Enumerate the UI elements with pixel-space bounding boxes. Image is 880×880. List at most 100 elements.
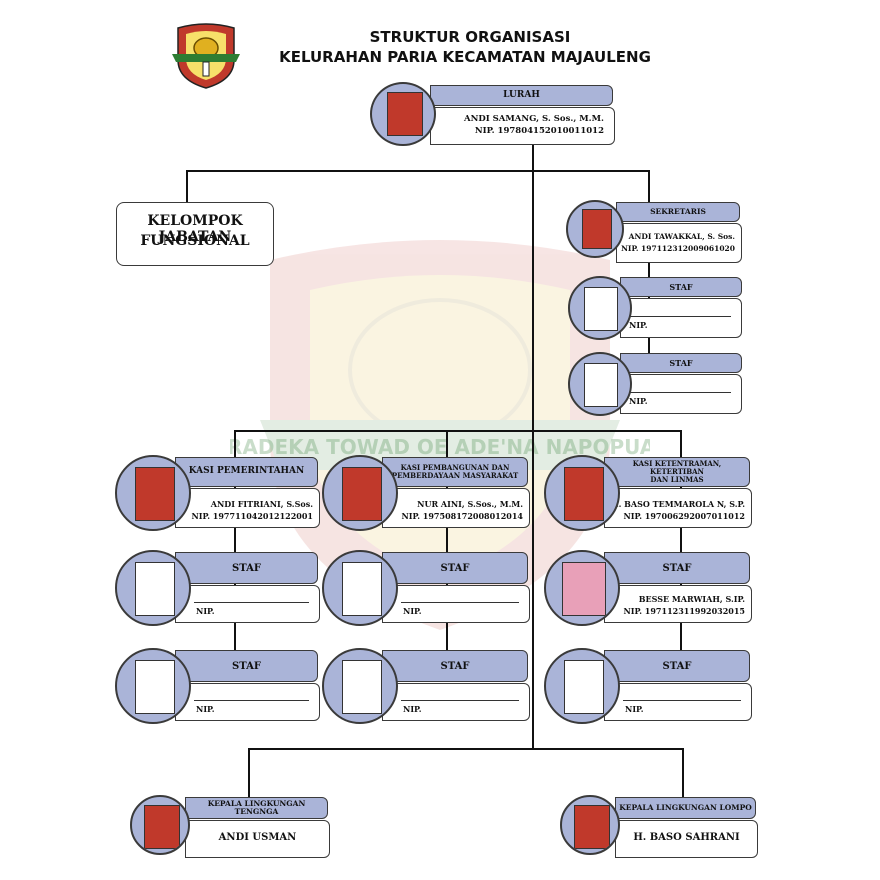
bang-staf-1-title: STAF xyxy=(382,552,528,584)
kasi-pembangunan-photo xyxy=(342,467,382,521)
photo-placeholder xyxy=(135,562,175,616)
photo-placeholder xyxy=(584,363,618,407)
sekretaris-info-box: ANDI TAWAKKAL, S. Sos. NIP. 197112312009… xyxy=(616,223,742,263)
kasi-trantib-name: H. BASO TEMMAROLA N, S.P. xyxy=(611,499,745,509)
sek-staf-1-title: STAF xyxy=(620,277,742,297)
connector-line xyxy=(248,748,250,800)
photo-placeholder xyxy=(342,562,382,616)
name-placeholder-line xyxy=(401,700,519,701)
sek-staf-2-avatar xyxy=(568,352,632,416)
name-placeholder-line xyxy=(629,392,731,393)
lurah-info-box: ANDI SAMANG, S. Sos., M.M. NIP. 19780415… xyxy=(430,107,615,145)
bang-staf-1-nip: NIP. xyxy=(403,606,422,616)
photo-placeholder xyxy=(135,660,175,714)
kasi-trantib-title-line2: DAN LINMAS xyxy=(650,474,704,484)
ling-tengnga-avatar xyxy=(130,795,190,855)
trantib-staf-2-avatar xyxy=(544,648,620,724)
logo-emblem xyxy=(172,23,240,89)
kasi-pemerintahan-info-box: ANDI FITRIANI, S.Sos. NIP. 1977110420121… xyxy=(175,488,320,528)
fungsional-line2: FUNGSIONAL xyxy=(140,233,250,249)
bang-staf-2-avatar xyxy=(322,648,398,724)
kasi-pembangunan-nip: NIP. 197508172008012014 xyxy=(401,511,523,521)
sek-staf-1-avatar xyxy=(568,276,632,340)
kasi-pembangunan-title-line2: PEMBERDAYAAN MASYARAKAT xyxy=(391,471,519,480)
trantib-staf-1-info-box: BESSE MARWIAH, S.IP. NIP. 19711231199203… xyxy=(604,585,752,623)
ling-lompo-name-box: H. BASO SAHRANI xyxy=(615,820,758,858)
kasi-pembangunan-title-line1: KASI PEMBANGUNAN DAN xyxy=(400,463,510,473)
ling-tengnga-photo xyxy=(144,805,180,849)
kasi-trantib-title-line1: KASI KETENTRAMAN, KETERTIBAN xyxy=(632,459,722,477)
pem-staf-2-avatar xyxy=(115,648,191,724)
pem-staf-2-nip: NIP. xyxy=(196,704,215,714)
lurah-nip: NIP. 197804152010011012 xyxy=(474,126,604,136)
ling-tengnga-title: KEPALA LINGKUNGAN TENGNGA xyxy=(185,797,328,819)
bang-staf-1-avatar xyxy=(322,550,398,626)
kasi-pemerintahan-card: KASI PEMERINTAHAN ANDI FITRIANI, S.Sos. … xyxy=(115,455,320,531)
connector-line xyxy=(680,430,682,662)
sek-staf-1-nip: NIP. xyxy=(629,320,648,330)
connector-line xyxy=(446,430,448,662)
photo-placeholder xyxy=(342,660,382,714)
trantib-staf-1-title: STAF xyxy=(604,552,750,584)
ling-lompo-photo xyxy=(574,805,610,849)
kasi-pemerintahan-title: KASI PEMERINTAHAN xyxy=(175,457,318,487)
kasi-pemerintahan-avatar xyxy=(115,455,191,531)
kasi-pembangunan-info-box: NUR AINI, S.Sos., M.M. NIP. 197508172008… xyxy=(382,488,530,528)
sek-staf-2-nip: NIP. xyxy=(629,396,648,406)
trantib-staf-2-title: STAF xyxy=(604,650,750,682)
lurah-avatar xyxy=(370,82,436,146)
sek-staf-2-info-box: NIP. xyxy=(620,374,742,414)
trantib-staf-1-photo xyxy=(562,562,606,616)
sek-staf-card-1: STAF NIP. xyxy=(568,276,742,340)
kasi-trantib-card: KASI KETENTRAMAN, KETERTIBAN DAN LINMAS … xyxy=(544,455,752,531)
connector-line xyxy=(234,430,236,662)
name-placeholder-line xyxy=(629,316,731,317)
sekretaris-title: SEKRETARIS xyxy=(616,202,740,222)
sekretaris-photo xyxy=(582,209,612,249)
connector-line xyxy=(186,170,650,172)
connector-line xyxy=(682,748,684,800)
fungsional-box: KELOMPOK JABATAN FUNGSIONAL xyxy=(116,202,274,266)
kasi-pemerintahan-photo xyxy=(135,467,175,521)
ling-lompo-card: KEPALA LINGKUNGAN LOMPO H. BASO SAHRANI xyxy=(560,795,758,859)
kasi-trantib-info-box: H. BASO TEMMAROLA N, S.P. NIP. 197006292… xyxy=(604,488,752,528)
ling-tengnga-name: ANDI USMAN xyxy=(218,832,297,843)
trantib-staf-1-name: BESSE MARWIAH, S.IP. xyxy=(638,594,745,604)
page-title: STRUKTUR ORGANISASI xyxy=(369,28,571,46)
sekretaris-nip: NIP. 197112312009061020 xyxy=(621,244,735,253)
kasi-trantib-nip: NIP. 197006292007011012 xyxy=(623,511,745,521)
pem-staf-1-info-box: NIP. xyxy=(175,585,320,623)
connector-line xyxy=(186,170,188,205)
connector-line xyxy=(648,170,650,205)
name-placeholder-line xyxy=(194,700,309,701)
kasi-pembangunan-card: KASI PEMBANGUNAN DAN PEMBERDAYAAN MASYAR… xyxy=(322,455,530,531)
pem-staf-2-info-box: NIP. xyxy=(175,683,320,721)
kasi-trantib-photo xyxy=(564,467,604,521)
ling-tengnga-card: KEPALA LINGKUNGAN TENGNGA ANDI USMAN xyxy=(130,795,330,859)
connector-line xyxy=(248,748,683,750)
bang-staf-2-title: STAF xyxy=(382,650,528,682)
kasi-pembangunan-title: KASI PEMBANGUNAN DAN PEMBERDAYAAN MASYAR… xyxy=(382,457,528,487)
page-subtitle: KELURAHAN PARIA KECAMATAN MAJAULENG xyxy=(279,48,651,66)
connector-line xyxy=(532,143,534,750)
pem-staf-card-1: STAF NIP. xyxy=(115,550,320,626)
trantib-staf-2-info-box: NIP. xyxy=(604,683,752,721)
photo-placeholder xyxy=(584,287,618,331)
kasi-trantib-avatar xyxy=(544,455,620,531)
sek-staf-2-title: STAF xyxy=(620,353,742,373)
pem-staf-card-2: STAF NIP. xyxy=(115,648,320,724)
trantib-staf-1-avatar xyxy=(544,550,620,626)
sekretaris-avatar xyxy=(566,200,624,258)
ling-lompo-name: H. BASO SAHRANI xyxy=(633,832,740,843)
sek-staf-1-info-box: NIP. xyxy=(620,298,742,338)
lurah-name: ANDI SAMANG, S. Sos., M.M. xyxy=(463,114,604,124)
name-placeholder-line xyxy=(194,602,309,603)
pem-staf-1-avatar xyxy=(115,550,191,626)
kasi-trantib-title: KASI KETENTRAMAN, KETERTIBAN DAN LINMAS xyxy=(604,457,750,487)
fungsional-line1: KELOMPOK JABATAN xyxy=(147,213,243,245)
kasi-pemerintahan-nip: NIP. 197711042012122001 xyxy=(191,511,313,521)
kasi-pembangunan-name: NUR AINI, S.Sos., M.M. xyxy=(417,499,523,509)
name-placeholder-line xyxy=(623,700,741,701)
bang-staf-card-2: STAF NIP. xyxy=(322,648,530,724)
pem-staf-1-nip: NIP. xyxy=(196,606,215,616)
